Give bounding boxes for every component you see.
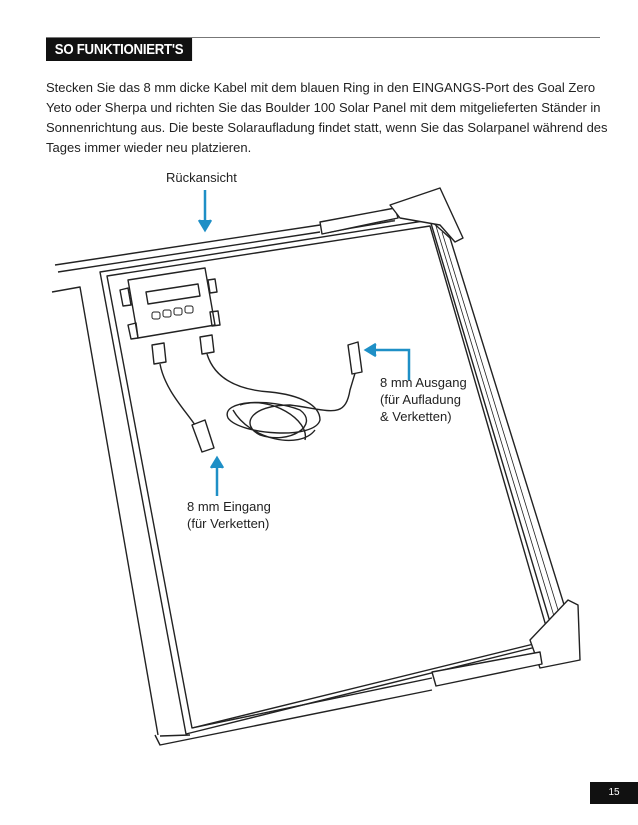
instructions-paragraph: Stecken Sie das 8 mm dicke Kabel mit dem…	[46, 80, 608, 155]
input-label: 8 mm Eingang (für Verketten)	[187, 498, 271, 532]
input-label-line: (für Verketten)	[187, 516, 270, 531]
output-arrow	[374, 348, 411, 380]
back-view-arrowhead	[197, 219, 213, 233]
page-number: 15	[590, 782, 638, 804]
header-rule	[46, 37, 600, 38]
input-label-line: 8 mm Eingang	[187, 499, 271, 514]
output-label: 8 mm Ausgang (für Aufladung & Verketten)	[380, 374, 467, 425]
section-title: SO FUNKTIONIERT'S	[46, 38, 193, 61]
output-label-line: 8 mm Ausgang	[380, 375, 467, 390]
output-label-line: (für Aufladung	[380, 392, 461, 407]
output-arrowhead	[363, 342, 377, 358]
input-arrowhead	[209, 455, 225, 469]
output-label-line: & Verketten)	[380, 409, 452, 424]
back-view-label: Rückansicht	[166, 170, 237, 185]
